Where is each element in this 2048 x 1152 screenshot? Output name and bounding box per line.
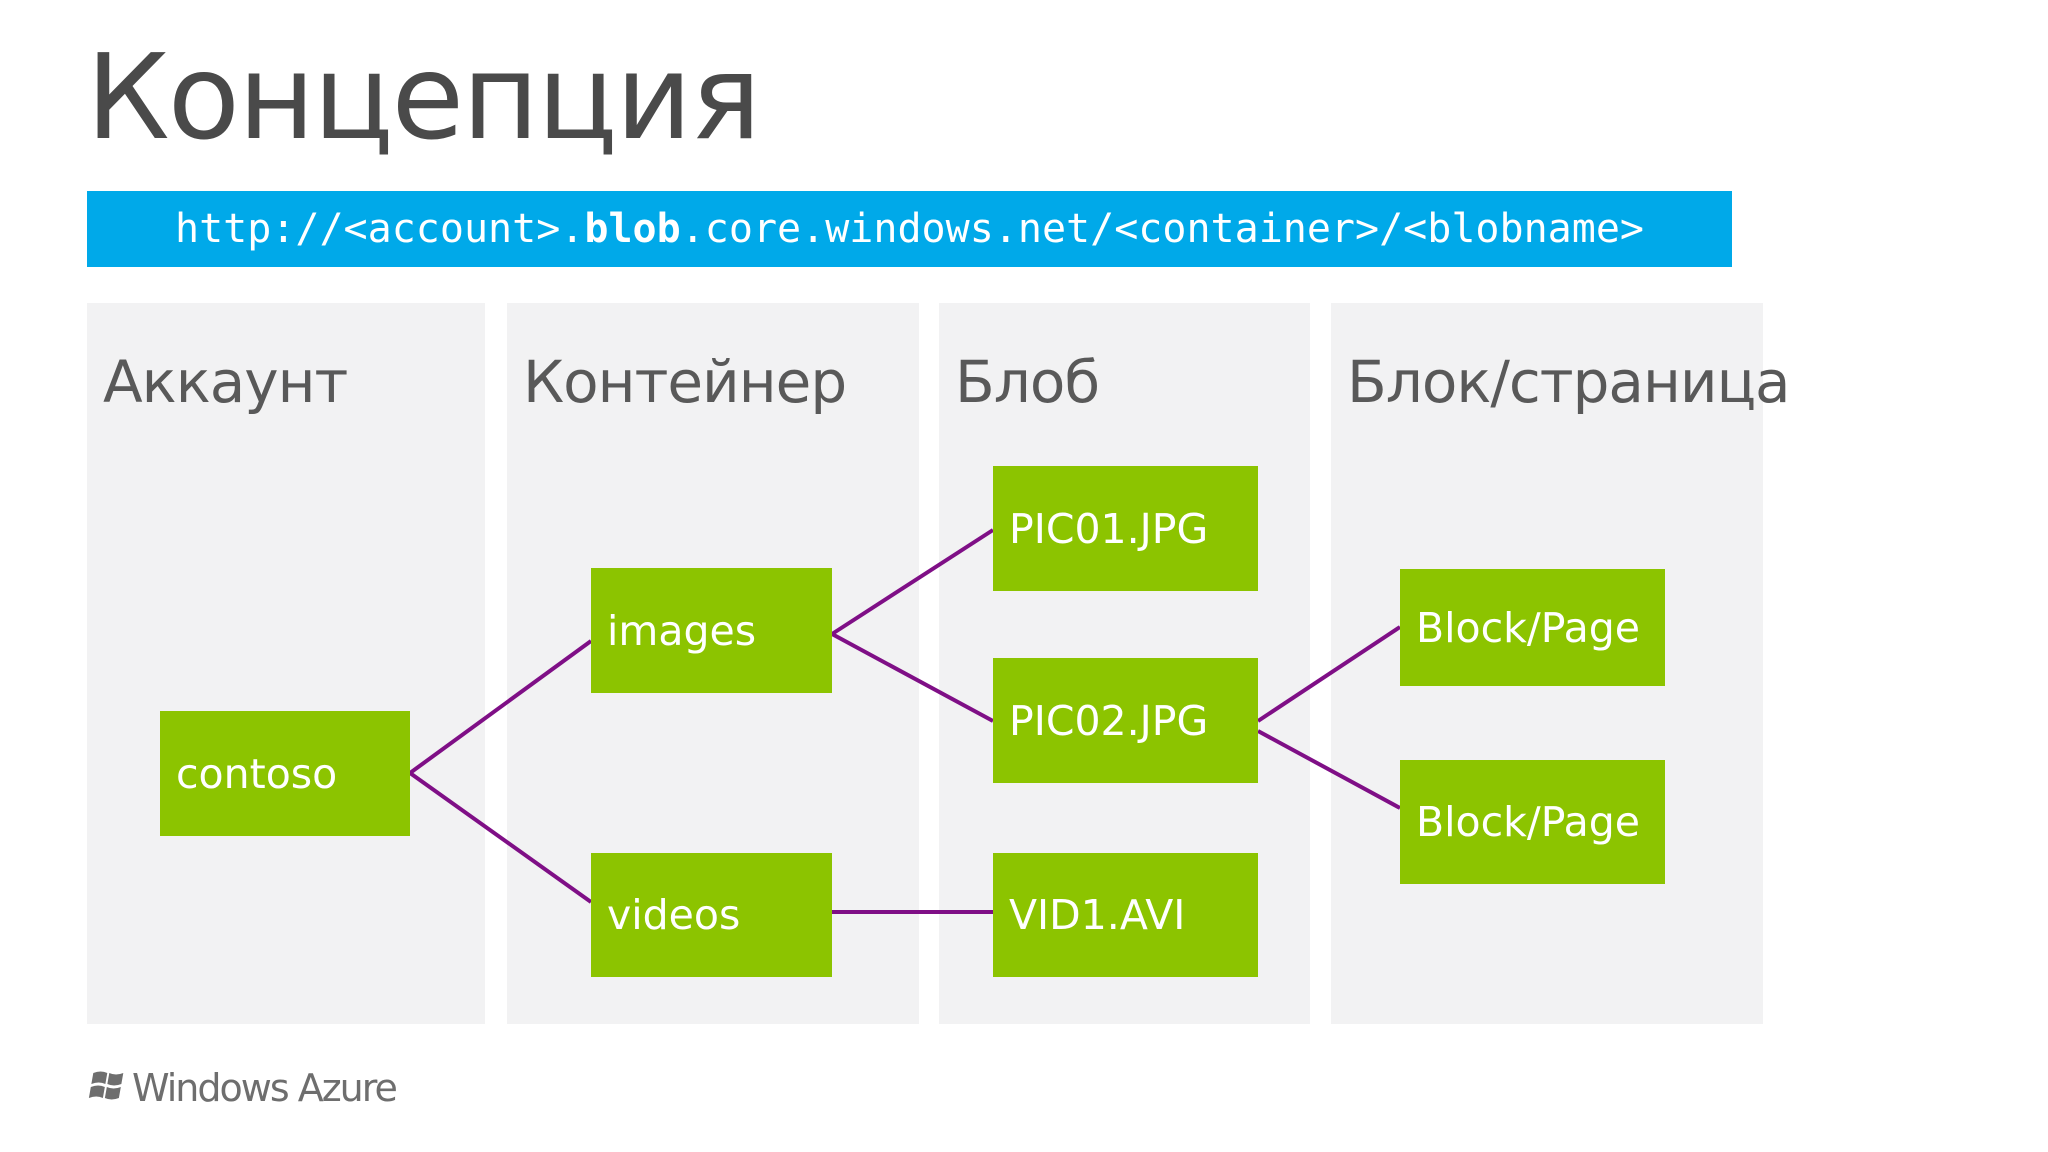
url-prefix: http://<account>. <box>174 206 585 252</box>
column-header-container: Контейнер <box>523 348 847 416</box>
node-block2: Block/Page <box>1400 760 1665 884</box>
column-header-account: Аккаунт <box>103 348 348 416</box>
page-title: Концепция <box>86 28 761 166</box>
url-bold-segment: blob <box>584 206 681 252</box>
node-vid1: VID1.AVI <box>993 853 1258 977</box>
node-images: images <box>591 568 832 693</box>
windows-flag-icon <box>86 1069 124 1108</box>
column-header-block: Блок/страница <box>1347 348 1791 416</box>
node-contoso: contoso <box>160 711 410 836</box>
column-account: Аккаунт <box>87 303 485 1024</box>
node-videos: videos <box>591 853 832 977</box>
logo-text: Windows Azure <box>132 1066 398 1110</box>
node-pic01: PIC01.JPG <box>993 466 1258 591</box>
windows-azure-logo: Windows Azure <box>86 1064 398 1112</box>
column-header-blob: Блоб <box>955 348 1100 416</box>
url-suffix: .core.windows.net/<container>/<blobname> <box>680 206 1644 252</box>
node-block1: Block/Page <box>1400 569 1665 686</box>
node-pic02: PIC02.JPG <box>993 658 1258 783</box>
url-banner: http://<account>.blob.core.windows.net/<… <box>87 191 1732 267</box>
